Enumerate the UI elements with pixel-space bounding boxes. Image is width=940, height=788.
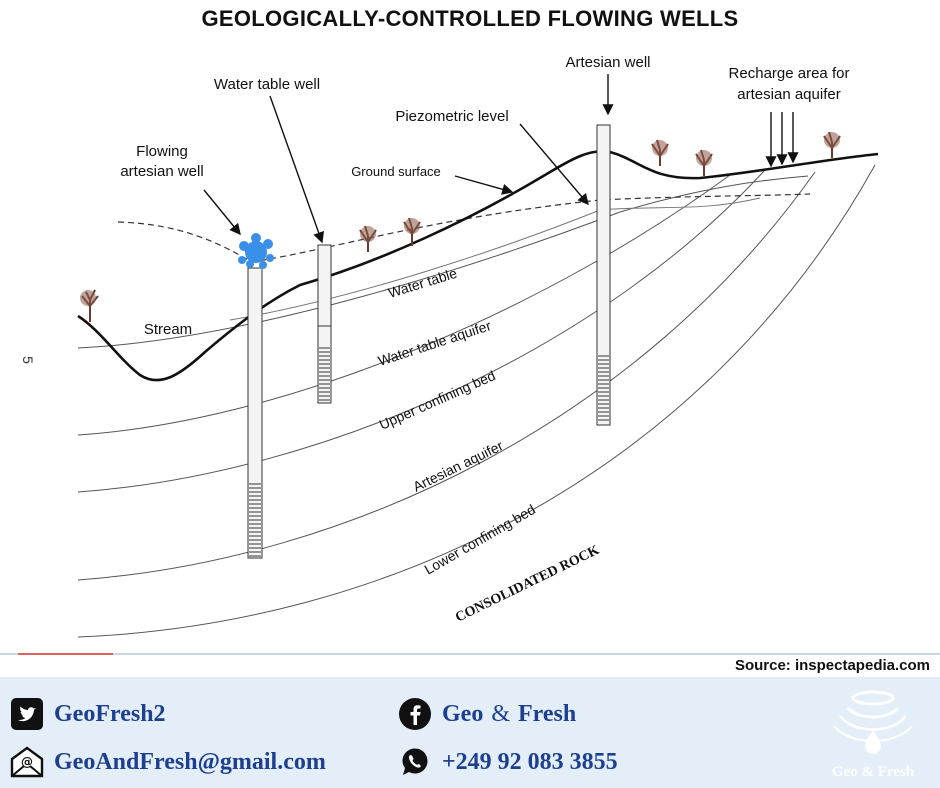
water-table-aquifer-boundary [77, 175, 809, 349]
label-water-table-aquifer: Water table aquifer [376, 317, 493, 369]
email-contact[interactable]: @ GeoAndFresh@gmail.com [10, 745, 326, 779]
logo-text: Geo & Fresh [832, 764, 915, 780]
water-splash-icon [238, 233, 274, 269]
upper-confining-boundary [77, 174, 731, 436]
label-recharge-2: artesian aquifer [737, 86, 840, 103]
facebook-name-part2: Fresh [518, 700, 577, 727]
label-ground-surface: Ground surface [351, 164, 441, 179]
tree-icon [695, 149, 713, 176]
water-table-well-arrow [269, 95, 324, 244]
label-artesian-well: Artesian well [565, 54, 650, 71]
label-lower-confining-bed: Lower confining bed [422, 501, 539, 578]
label-consolidated-rock: CONSOLIDATED ROCK [453, 543, 602, 626]
source-credit: Source: inspectapedia.com [734, 657, 930, 674]
tree-icon [403, 217, 421, 246]
tree-icon [651, 139, 669, 166]
whatsapp-contact[interactable]: +249 92 083 3855 [398, 745, 618, 779]
facebook-name-part1: Geo [442, 700, 484, 727]
label-recharge-1: Recharge area for [729, 65, 850, 82]
email-icon: @ [10, 745, 44, 779]
consolidated-rock-boundary [77, 164, 876, 638]
geo-fresh-logo: Geo & Fresh [818, 686, 928, 782]
ground-surface-arrow [454, 175, 514, 195]
artesian-well [596, 124, 611, 426]
label-water-table-well: Water table well [214, 76, 320, 93]
tree-icon [80, 289, 99, 322]
label-artesian-aquifer: Artesian aquifer [410, 437, 505, 495]
artesian-aquifer-boundary [77, 169, 766, 493]
twitter-handle: GeoFresh2 [54, 700, 166, 727]
label-piezometric-level: Piezometric level [395, 108, 508, 125]
email-address: GeoAndFresh@gmail.com [54, 748, 326, 775]
footer-accent-bar [18, 653, 113, 655]
svg-text:@: @ [21, 755, 33, 769]
whatsapp-icon [398, 745, 432, 779]
twitter-contact[interactable]: GeoFresh2 [10, 697, 166, 731]
ground-surface-line [77, 149, 879, 382]
water-drop-icon: Geo & Fresh [832, 690, 915, 780]
label-stream: Stream [144, 321, 192, 338]
facebook-icon [398, 697, 432, 731]
water-table-well [317, 244, 332, 404]
label-flowing-well-1: Flowing [136, 143, 188, 160]
facebook-name-amp: & [491, 700, 510, 727]
tree-icon [823, 131, 841, 158]
facebook-contact[interactable]: Geo & Fresh [398, 697, 576, 731]
contact-footer: GeoFresh2 Geo & Fresh @ GeoAndFresh@gmai… [0, 677, 940, 788]
tree-icon [359, 225, 377, 252]
page-number: 5 [19, 356, 36, 364]
flowing-artesian-well [247, 267, 263, 559]
label-upper-confining-bed: Upper confining bed [377, 367, 498, 433]
lower-confining-boundary [77, 171, 816, 581]
geology-diagram: Flowing artesian well Water table well P… [77, 54, 879, 638]
flowing-well-arrow [203, 189, 241, 236]
label-water-table: Water table [386, 265, 459, 301]
piezometric-arrow [519, 123, 589, 206]
phone-number: +249 92 083 3855 [442, 748, 618, 775]
twitter-icon [10, 697, 44, 731]
diagram-title: GEOLOGICALLY-CONTROLLED FLOWING WELLS [201, 6, 739, 31]
label-flowing-well-2: artesian well [120, 163, 203, 180]
water-table-line [229, 197, 761, 321]
footer-divider [0, 653, 940, 655]
